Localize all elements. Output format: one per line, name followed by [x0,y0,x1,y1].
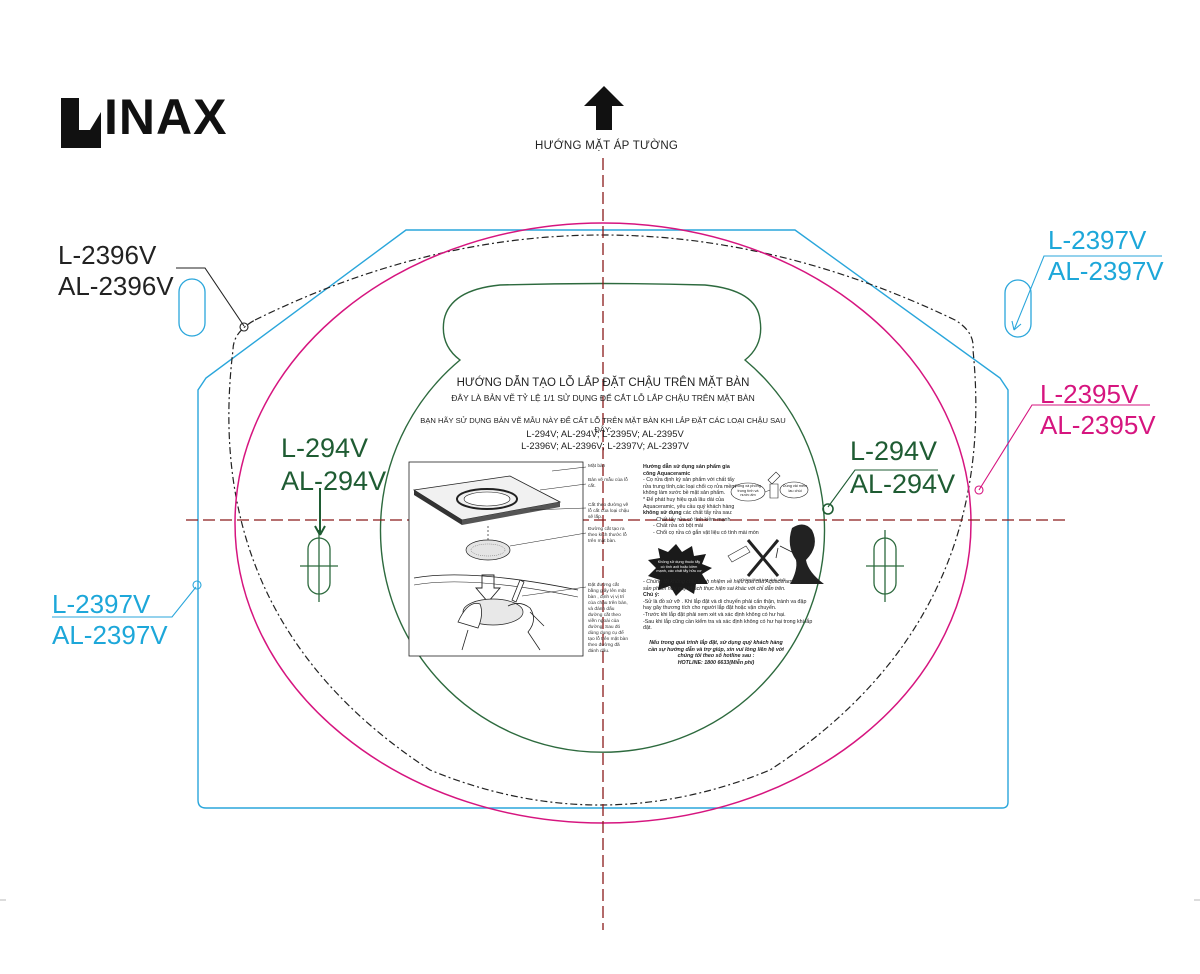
care-paragraph: * Để phát huy hiệu quả lâu dài của Aquac… [643,496,735,510]
step-illustration-box [408,461,587,657]
model-label-l2395v: L-2395V AL-2395V [1040,379,1156,441]
model-list-line: L-294V; AL-294V; L-2395V; AL-2395V [526,428,684,439]
warning-starburst-icon [648,544,712,596]
care-bullet: - Chất tẩy rửa có tính kiềm mạnh [653,516,731,523]
prohibited-x-icon [746,539,780,577]
model-code: L-2396V [58,240,157,270]
instructions-subtitle: ĐÂY LÀ BẢN VẼ TỶ LỆ 1/1 SỬ DỤNG ĐỂ CẮT L… [451,393,755,403]
inax-logo-mark [61,98,101,148]
wall-direction-arrow-icon [584,86,624,130]
hotline-number: HOTLINE: 1800 6633(Miễn phí) [677,659,755,666]
centerlines [186,158,1070,930]
model-label-l2397v-left: L-2397V AL-2397V [52,589,168,651]
pictogram-caption-no-brush: Không dùng bàn chải, chổi [740,578,786,582]
model-list-line: L-2396V; AL-2396V; L-2397V; AL-2397V [521,440,689,451]
leader-lines [52,255,1162,618]
instructions-title: HƯỚNG DẪN TẠO LỖ LẮP ĐẶT CHẬU TRÊN MẶT B… [456,377,750,389]
model-code: L-2397V [52,589,151,619]
slot-top-right [1004,279,1032,338]
outline-l2397v [197,229,1009,809]
care-bullet: - Chổi cọ rửa có gắn vật liệu có tính mà… [653,529,759,536]
brand-name: INAX [104,89,228,145]
care-emphasis: không sử dụng [643,510,682,517]
care-disclaimer: - Chúng tôi không chịu trách nhiệm về hi… [643,579,810,592]
contact-text: Nếu trong quá trình lắp đặt, sử dụng quý… [648,640,784,660]
model-code: L-294V [850,436,938,466]
model-label-l294v-right: L-294V AL-294V [850,435,955,501]
care-notes: - Chúng tôi không chịu trách nhiệm về hi… [643,579,813,632]
step-note-countertop: Mặt bàn [588,464,606,469]
model-code: AL-294V [281,466,387,496]
step-note-cut-line: Đường cắt tạo ra theo kích thước lỗ trên… [588,527,627,544]
care-paragraph: - Cọ rửa định kỳ sản phẩm với chất tẩy r… [643,477,736,497]
slot-green-left [300,530,338,602]
pictogram-caption-cloth: Dùng vải mềm lau chùi [782,484,808,493]
model-code: L-2395V [1040,379,1139,409]
care-contact: Nếu trong quá trình lắp đặt, sử dụng quý… [645,640,787,666]
starburst-caption: Không sử dụng thuốc tẩy có tính axit hoặ… [656,560,702,574]
instructions-usage: BẠN HÃY SỬ DỤNG BẢN VẼ MẪU NÀY ĐỂ CẮT LỖ… [420,416,786,434]
instructions-model-list: L-294V; AL-294V; L-2395V; AL-2395V L-239… [470,428,740,452]
slot-top-left [178,278,206,337]
outline-l294v [379,282,826,753]
step-note-mark-and-cut: Đặt đường cắt bằng giấy lên mặt bàn , đị… [588,583,628,654]
outline-l2396v [228,234,977,806]
step-note-template: Bản vẽ mẫu của lỗ cắt. [588,478,628,489]
model-code: L-2397V [1048,225,1147,255]
care-bullet: - Chất rửa có bột mài [653,523,704,530]
care-note: -Sau khi lắp cũng cần kiểm tra và xác đị… [643,618,813,632]
pictogram-caption-soap: Dùng xà phòng trung tính và nước ấm [735,484,761,498]
care-paragraph: các chất tẩy rửa sau: [683,510,733,517]
model-label-l2397v-right: L-2397V AL-2397V [1048,225,1164,287]
model-code: AL-2396V [58,271,174,301]
wall-direction-label: HƯỚNG MẶT ÁP TƯỜNG [535,140,679,152]
model-code: AL-2395V [1040,410,1156,440]
care-note: -Sử là đồ sứ vỡ . Khi lắp đặt và di chuy… [643,598,807,612]
model-label-l2396v: L-2396V AL-2396V [58,240,174,302]
model-code: AL-2397V [52,620,168,650]
slot-green-right [866,530,904,602]
care-pictograms [648,471,824,596]
step-note-cut-template: Cắt theo đường vẽ lỗ cắt của loại chậu s… [588,503,630,520]
model-code: AL-2397V [1048,256,1164,286]
model-label-l294v-left: L-294V AL-294V [281,432,386,498]
model-code: L-294V [281,433,369,463]
care-note-title: Chú ý: [643,592,660,599]
care-instructions: Hướng dẫn sử dụng sản phẩm gia công Aqua… [643,464,759,537]
care-title: Hướng dẫn sử dụng sản phẩm gia công Aqua… [643,464,730,477]
model-code: AL-294V [850,469,956,499]
care-note: -Trước khi lắp đặt phải xem xét và xác đ… [643,611,786,618]
